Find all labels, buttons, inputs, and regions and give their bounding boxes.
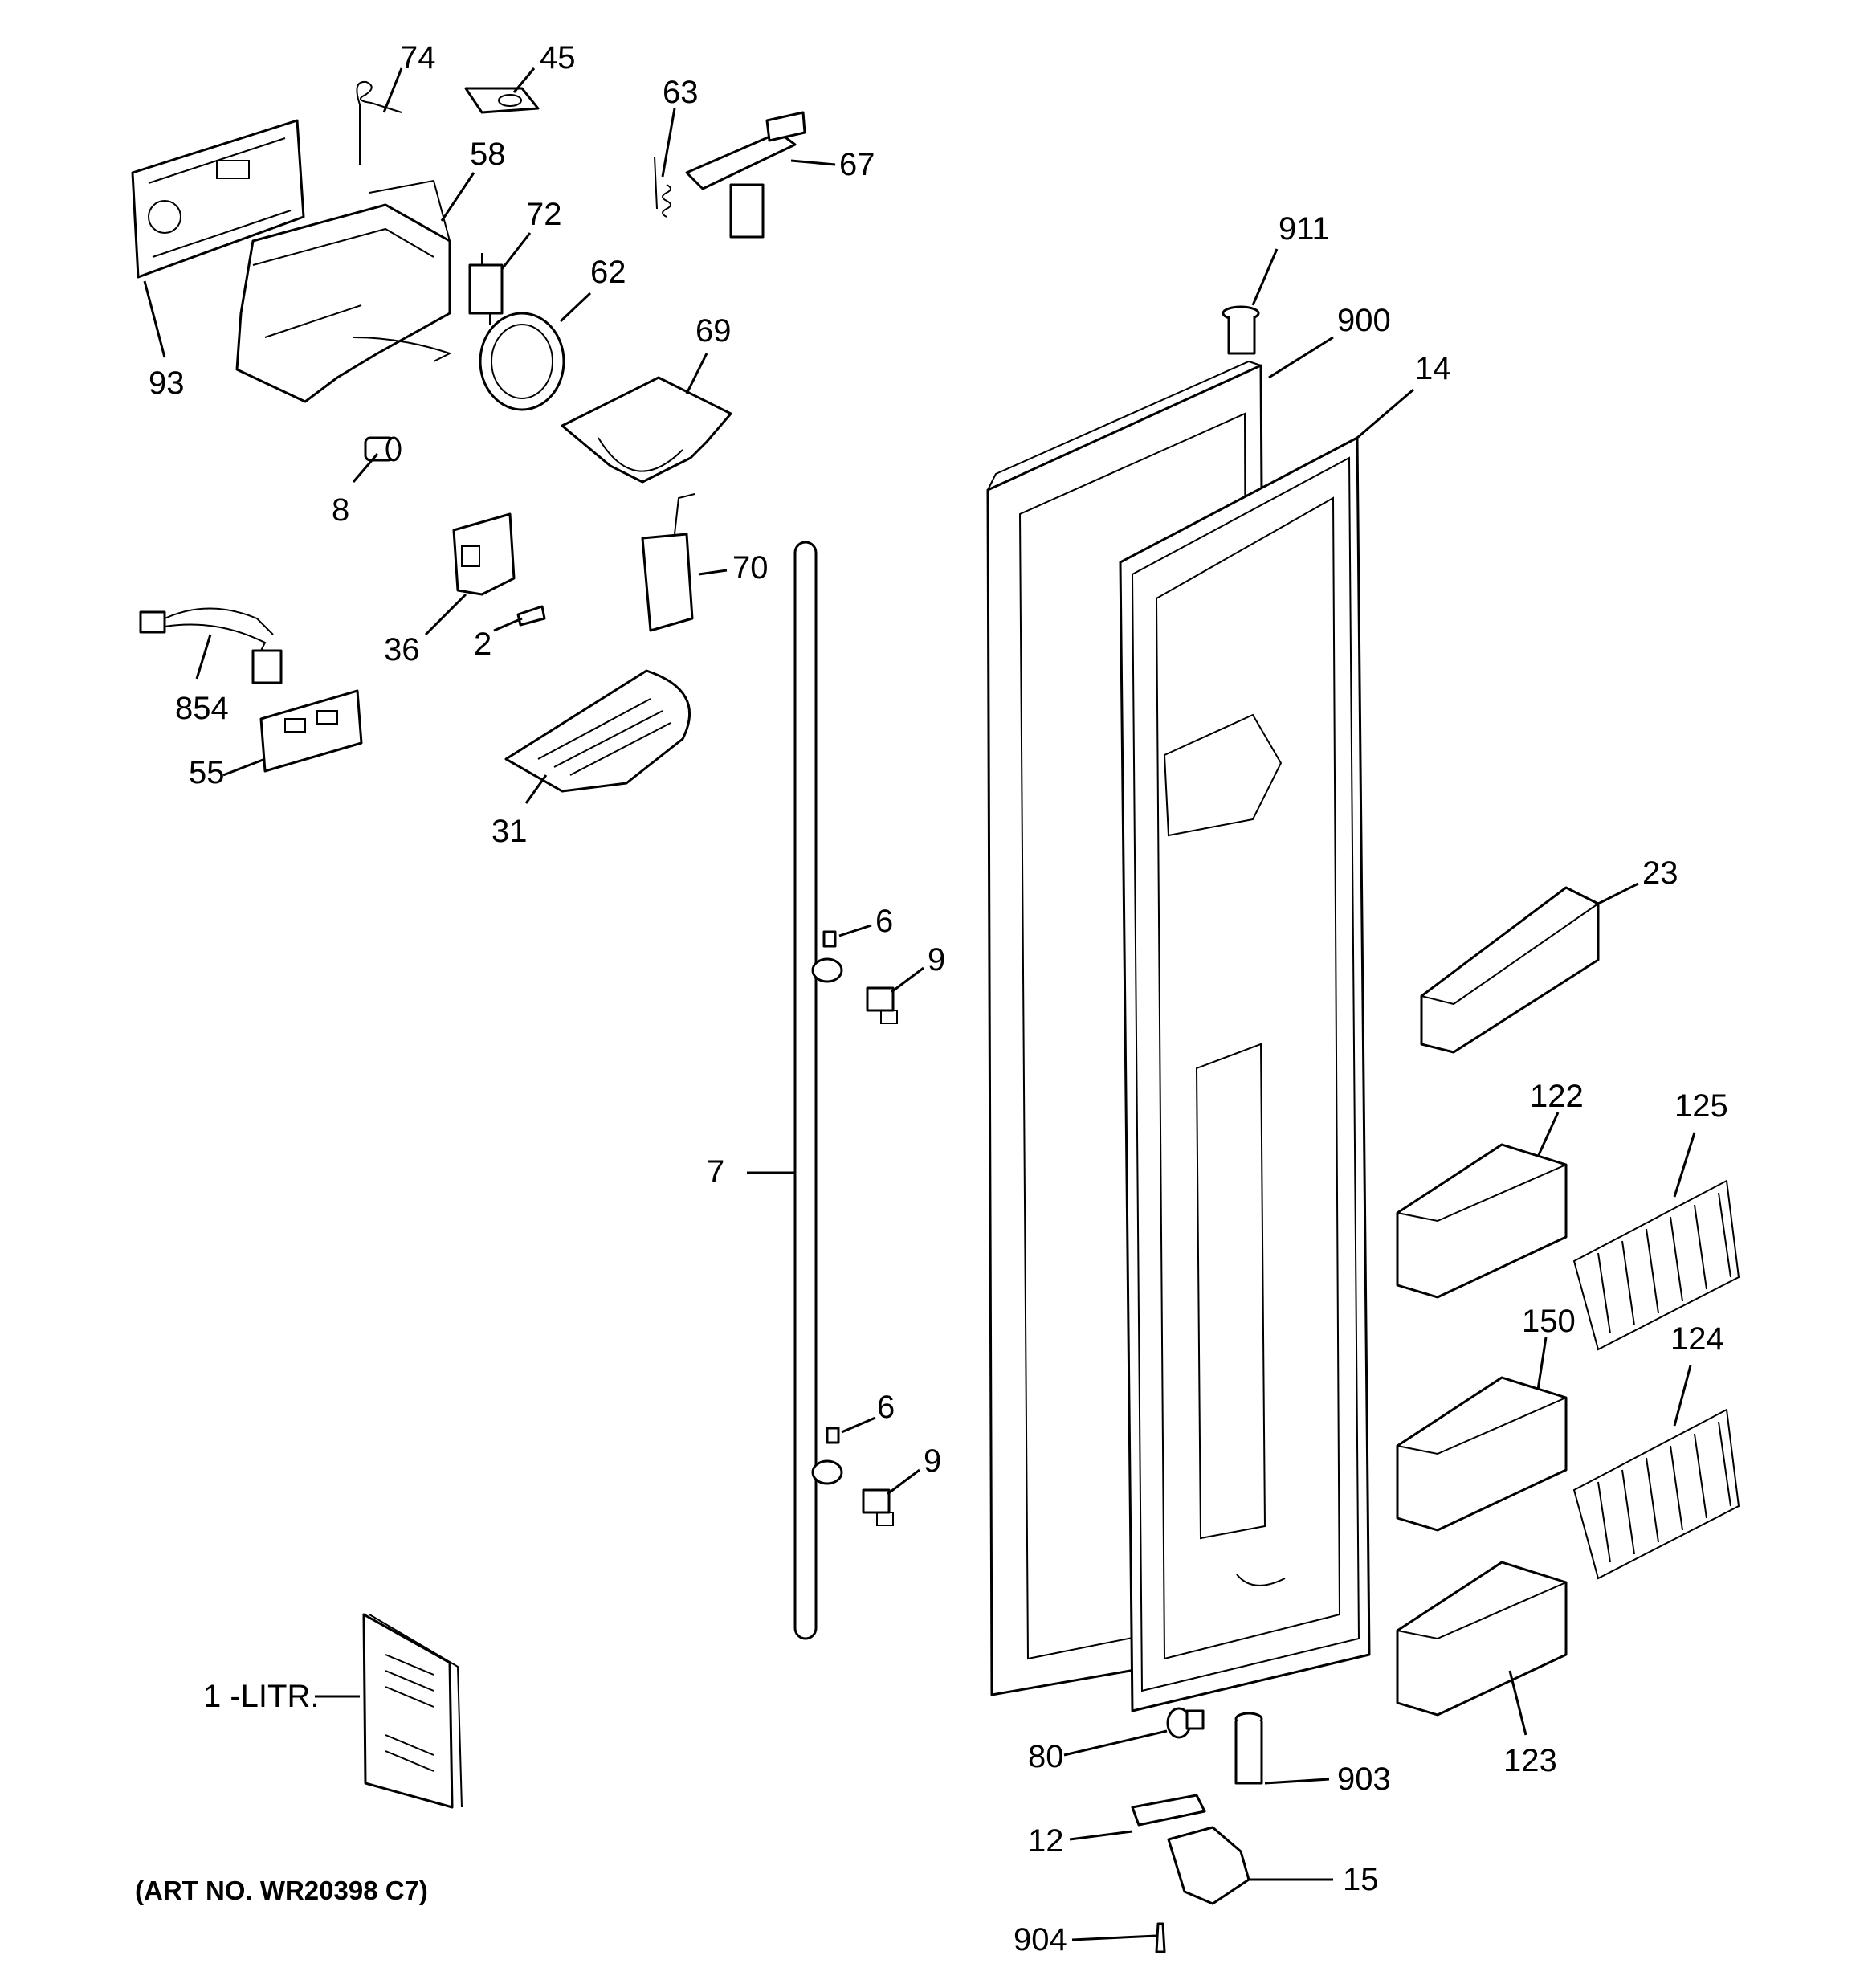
part-board xyxy=(259,689,363,773)
callout-67: 67 xyxy=(839,147,875,182)
callout-8: 8 xyxy=(332,492,349,528)
part-screw xyxy=(516,605,546,627)
callout-122: 122 xyxy=(1530,1079,1584,1114)
callout-55: 55 xyxy=(189,755,225,790)
callout-93: 93 xyxy=(149,365,185,401)
callout-69: 69 xyxy=(695,313,732,349)
callout-72: 72 xyxy=(526,197,562,232)
part-hinge-pin xyxy=(1234,1712,1263,1785)
part-shim xyxy=(1131,1794,1206,1827)
callout-12: 12 xyxy=(1028,1823,1064,1859)
part-hinge-rod xyxy=(793,541,818,1640)
part-switch xyxy=(468,253,504,325)
callout-2: 2 xyxy=(474,627,491,662)
callout-74: 74 xyxy=(400,40,436,76)
part-spring-coil xyxy=(654,156,671,218)
callout-900: 900 xyxy=(1337,303,1391,338)
callout-9-lower: 9 xyxy=(924,1443,941,1479)
part-bracket xyxy=(464,87,540,114)
part-bushing-lower xyxy=(811,1427,894,1526)
callout-31: 31 xyxy=(491,814,528,849)
part-spring xyxy=(356,80,402,165)
part-lever-arm xyxy=(685,111,806,239)
callout-911: 911 xyxy=(1279,211,1330,247)
part-chute xyxy=(561,376,732,484)
leader-lines xyxy=(143,67,1696,1941)
callout-63: 63 xyxy=(663,75,699,110)
callout-7: 7 xyxy=(707,1154,724,1190)
art-number: (ART NO. WR20398 C7) xyxy=(135,1876,428,1905)
part-wire-basket-124 xyxy=(1572,1408,1740,1580)
callout-6-upper: 6 xyxy=(875,904,893,939)
part-ring xyxy=(479,312,565,411)
callout-70: 70 xyxy=(732,550,769,586)
part-drip-tray xyxy=(504,669,691,793)
part-dispenser-housing xyxy=(235,179,452,403)
part-control-panel xyxy=(131,119,305,279)
callout-6-lower: 6 xyxy=(877,1390,895,1425)
callout-904: 904 xyxy=(1014,1922,1067,1957)
callout-labels: 74 45 63 67 58 72 62 69 93 8 36 2 70 854… xyxy=(149,40,1728,1957)
callout-36: 36 xyxy=(384,632,420,667)
callout-125: 125 xyxy=(1674,1088,1728,1124)
part-door-bin-123 xyxy=(1396,1561,1568,1717)
part-door-gasket xyxy=(1119,436,1371,1712)
callout-14: 14 xyxy=(1415,351,1451,386)
part-door-bin-150 xyxy=(1396,1376,1568,1532)
part-knob xyxy=(364,436,402,462)
part-top-bushing xyxy=(1222,305,1260,355)
part-mount-bracket xyxy=(452,512,516,596)
part-cover xyxy=(641,493,695,632)
part-door-bin-23 xyxy=(1420,886,1600,1054)
callout-58: 58 xyxy=(470,137,506,172)
callout-62: 62 xyxy=(590,255,626,290)
part-door-bin-122 xyxy=(1396,1143,1568,1299)
callout-124: 124 xyxy=(1670,1321,1724,1357)
part-plug xyxy=(1166,1707,1205,1739)
callout-1-litr: 1 -LITR. xyxy=(203,1679,319,1714)
callout-80: 80 xyxy=(1028,1739,1064,1774)
part-wire-basket-125 xyxy=(1572,1179,1740,1351)
part-bottom-hinge xyxy=(1167,1826,1250,1905)
callout-854: 854 xyxy=(175,691,229,726)
part-harness xyxy=(139,607,283,684)
part-bushing-upper xyxy=(811,930,898,1024)
part-literature xyxy=(362,1613,463,1809)
callout-123: 123 xyxy=(1503,1743,1557,1778)
callout-9-upper: 9 xyxy=(928,942,945,978)
callout-45: 45 xyxy=(540,40,576,76)
callout-903: 903 xyxy=(1337,1761,1391,1797)
callout-15: 15 xyxy=(1343,1862,1379,1897)
part-hinge-screw xyxy=(1155,1922,1166,1953)
callout-23: 23 xyxy=(1642,855,1678,891)
callout-150: 150 xyxy=(1522,1304,1576,1339)
